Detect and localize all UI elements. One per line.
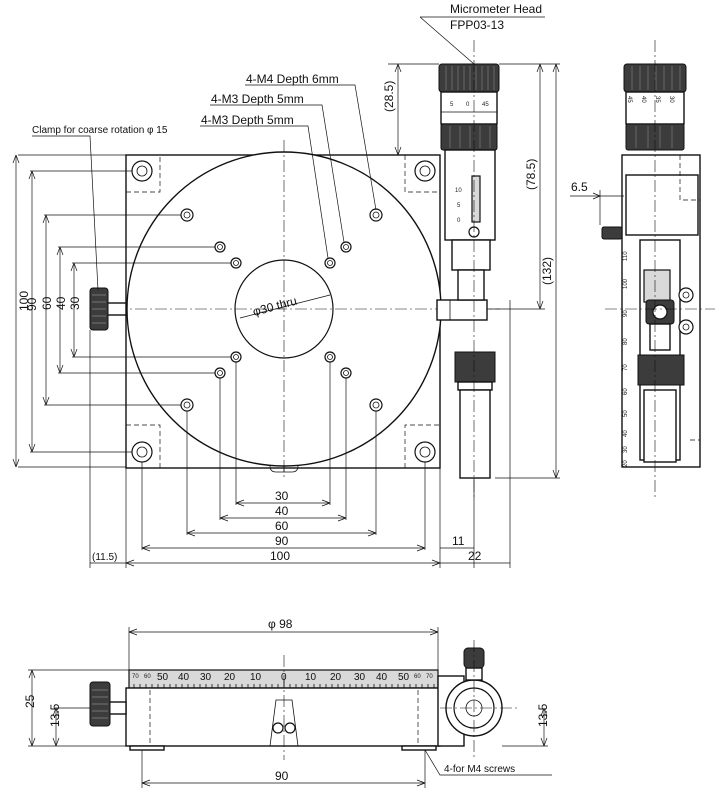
rotary-scale-50-left: 50 [157,672,169,683]
m3-depth-label-a: 4-M3 Depth 5mm [211,92,304,106]
dim-h-40: 40 [275,504,289,518]
dim-v-90: 90 [25,297,39,311]
side-thimble-2: 40 [640,96,646,103]
linear-scale-20: 20 [623,460,629,467]
linear-scale-30: 30 [623,446,629,453]
dim-h-90-bottom: 90 [275,769,289,783]
rotary-scale-40-right: 40 [376,672,388,683]
front-view: 70 60 50 40 30 20 10 0 10 20 30 40 50 60… [23,617,552,788]
dim-v-25: 25 [23,694,37,708]
rotary-scale-20-right: 20 [330,672,342,683]
side-view: 45 40 35 30 110 100 90 80 70 60 50 40 [570,40,715,500]
dim-132: (132) [540,257,554,285]
clamp-knob [89,287,127,331]
dim-h-90: 90 [275,534,289,548]
rotary-scale-20-left: 20 [224,672,236,683]
rotary-scale-70-right: 70 [426,674,433,680]
rotary-scale-60-left: 60 [144,674,151,680]
dim-v-40: 40 [54,296,68,310]
dim-v-60: 60 [40,296,54,310]
thimble-label-2: 0 [466,102,470,108]
linear-scale-40: 40 [623,430,629,437]
dim-h-100: 100 [270,549,290,563]
linear-scale: 110 100 90 80 70 60 50 40 30 20 [623,251,629,467]
micrometer-head-label: Micrometer Head [450,2,542,16]
dim-h-60: 60 [275,519,289,533]
rotary-scale-50-right: 50 [398,672,410,683]
linear-scale-70: 70 [623,364,629,371]
corner-holes [131,160,436,463]
top-view: 5 0 45 10 5 0 [12,2,560,568]
dim-28-5: (28.5) [382,81,396,112]
rotary-scale-30-right: 30 [354,672,366,683]
micrometer-model-label: FPP03-13 [450,18,504,32]
rotary-scale-60-right: 60 [414,674,421,680]
thimble-label-3: 45 [482,102,489,108]
linear-scale-80: 80 [623,338,629,345]
sleeve-label-1: 10 [455,188,462,194]
rotary-scale-ticks [133,680,435,688]
sleeve-label-2: 5 [457,203,461,209]
m4-holes [180,208,383,412]
m3-depth-label-b: 4-M3 Depth 5mm [201,113,294,127]
rotary-scale-10-left: 10 [250,672,262,683]
sleeve-label-3: 0 [457,218,461,224]
thimble-label-1: 5 [450,102,454,108]
linear-scale-50: 50 [623,410,629,417]
m4-screws-label: 4-for M4 screws [444,764,515,775]
dim-78-5: (78.5) [524,159,538,190]
dim-v-100: 100 [17,291,31,311]
dim-h-30: 30 [275,489,289,503]
linear-scale-90: 90 [623,310,629,317]
side-thimble-1: 45 [626,96,632,103]
dim-h-11-5: (11.5) [92,552,117,563]
dim-6-5: 6.5 [571,180,588,194]
side-thimble-4: 30 [668,96,674,103]
side-thimble-3: 35 [654,96,660,103]
dim-phi-98: φ 98 [268,617,293,631]
dim-v-30: 30 [68,296,82,310]
dim-h-11: 11 [452,534,465,548]
linear-scale-110: 110 [623,251,629,261]
dimension-lines [12,16,560,568]
rotary-scale-70-left: 70 [132,674,139,680]
m4-depth-label: 4-M4 Depth 6mm [246,72,339,86]
linear-scale-100: 100 [623,278,629,289]
linear-scale-60: 60 [623,388,629,395]
rotary-scale-40-left: 40 [178,672,190,683]
dim-h-22: 22 [468,549,482,563]
dim-v-13-5-right: 13.5 [536,703,550,727]
rotary-scale-10-right: 10 [305,672,317,683]
rotary-scale-30-left: 30 [200,672,212,683]
dim-v-13-5-left: 13.5 [48,703,62,727]
micrometer-head: 5 0 45 10 5 0 [438,40,500,500]
clamp-label: Clamp for coarse rotation φ 15 [32,125,168,136]
